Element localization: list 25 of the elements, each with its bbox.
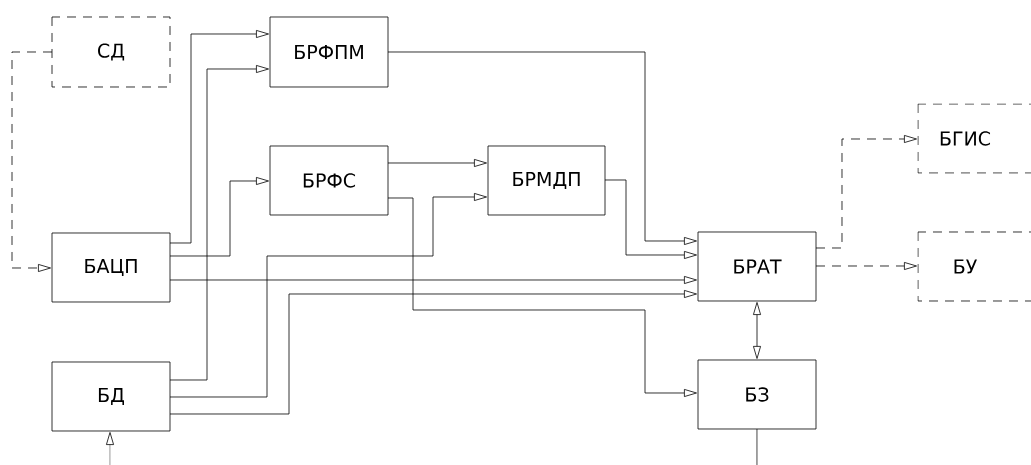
block-box: БРФС [269, 145, 389, 216]
arrow [169, 290, 697, 415]
arrow [753, 302, 761, 359]
arrow [169, 30, 269, 244]
arrow [11, 51, 53, 272]
block-box: БАЦП [51, 232, 171, 303]
arrow [387, 51, 697, 245]
block-box: БРМДП [487, 145, 606, 216]
arrow [169, 276, 697, 284]
block-box: БРФПМ [269, 16, 389, 88]
block-box: СД [51, 16, 171, 88]
block-box: БГИС [917, 103, 1031, 174]
arrow [169, 65, 269, 381]
arrow [387, 159, 487, 167]
arrow [169, 177, 269, 257]
block-box: БЗ [697, 359, 817, 430]
output-line [756, 428, 758, 465]
block-box: БУ [917, 231, 1031, 302]
arrow [387, 197, 697, 397]
arrow [169, 193, 487, 398]
block-box: БД [51, 361, 171, 432]
arrow [604, 179, 697, 259]
block-box: БРАТ [697, 231, 817, 302]
arrow [815, 135, 917, 249]
arrow [815, 262, 917, 270]
